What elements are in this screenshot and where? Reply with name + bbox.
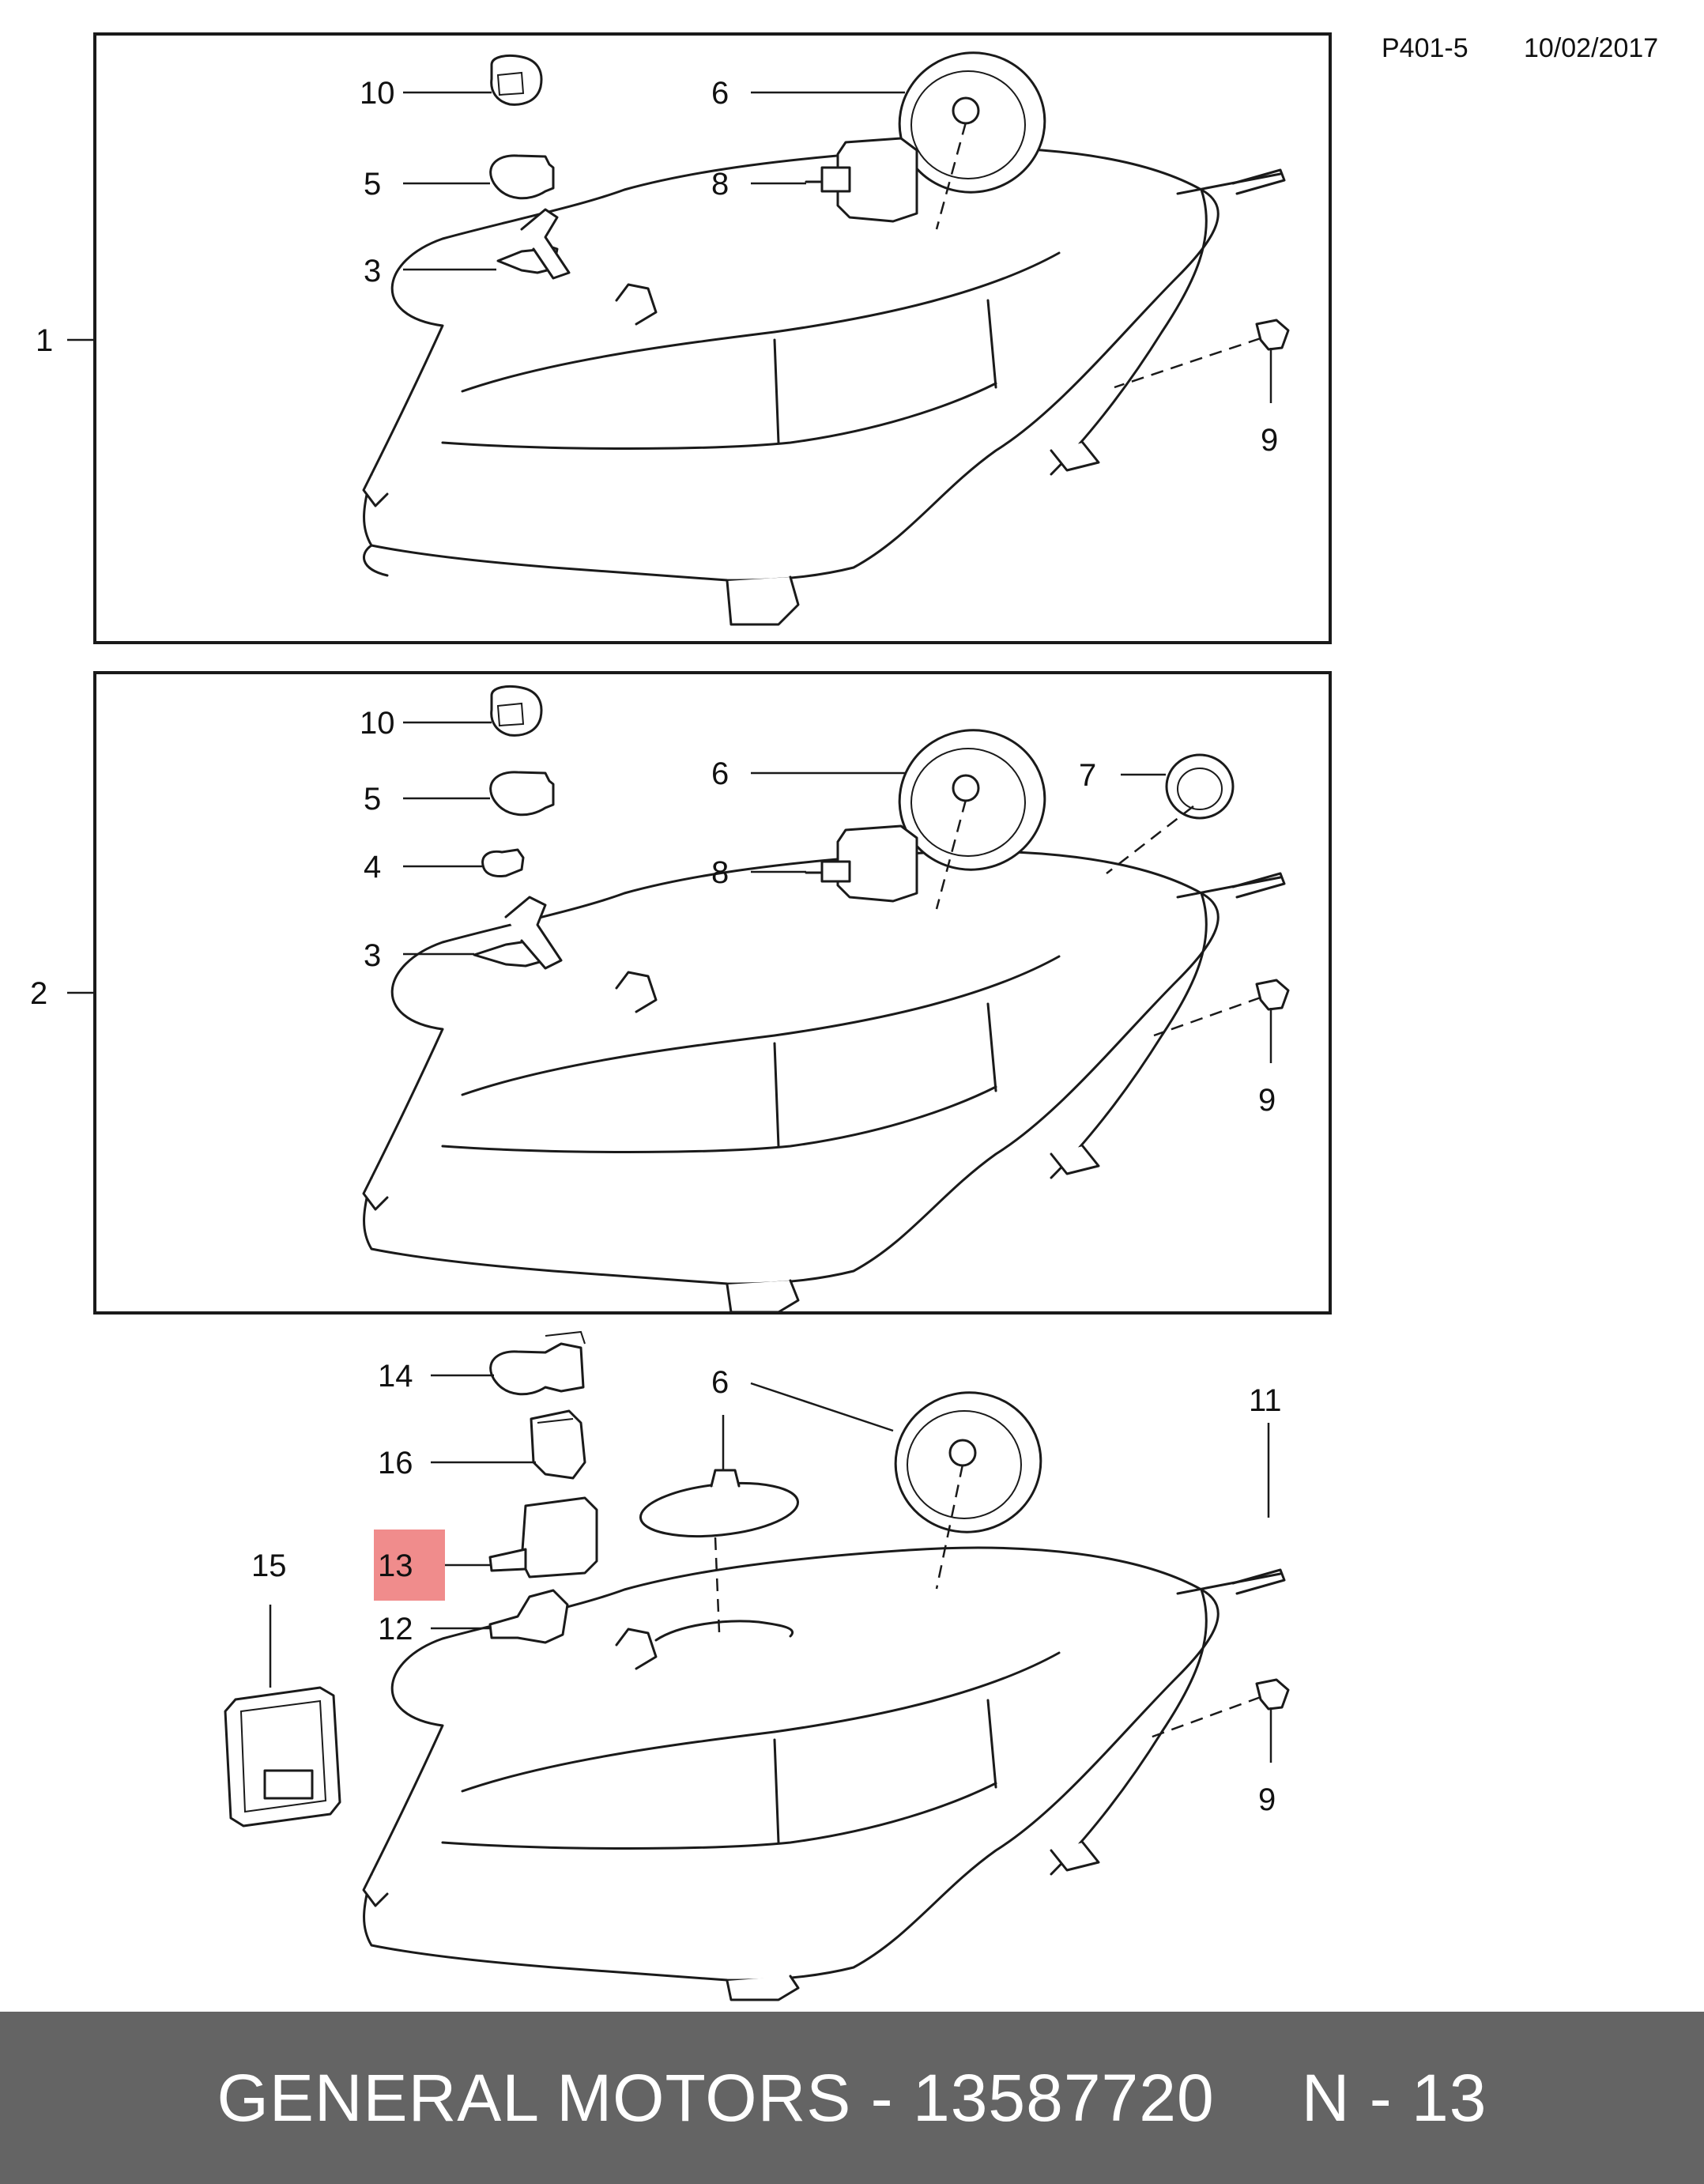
- headlamp-assembly: [362, 146, 1286, 626]
- footer-reference: N - 13: [1301, 2060, 1487, 2135]
- panel-label: 2: [30, 976, 47, 1011]
- bulb-part: 5: [364, 771, 555, 817]
- callout-6: 6: [711, 76, 729, 111]
- headlamp-assembly: [362, 1546, 1286, 2001]
- mount-plate-part: [639, 1415, 800, 1633]
- callout-3: 3: [364, 254, 381, 289]
- diagram-date: 10/02/2017: [1524, 33, 1658, 63]
- h-bulb-part: 3: [364, 208, 571, 289]
- bulb-part: 5: [364, 154, 555, 202]
- callout-11: 11: [1249, 1383, 1282, 1418]
- cap-cover-part: 6: [711, 1365, 1042, 1590]
- xenon-bulb-part: 13: [374, 1496, 598, 1601]
- cap-cover-part: 6: [711, 729, 1046, 910]
- clip-part: 9: [1153, 979, 1290, 1118]
- callout-14: 14: [378, 1359, 413, 1394]
- callout-10: 10: [360, 706, 395, 741]
- highlight-box: [374, 1530, 445, 1601]
- panel-1: 1 10: [36, 32, 1332, 644]
- callout-8: 8: [711, 855, 729, 890]
- diagram-code: P401-5: [1382, 33, 1468, 63]
- callout-7: 7: [1079, 758, 1096, 793]
- callout-group-11: 11: [1249, 1383, 1282, 1518]
- bulb-socket-part: 14: [378, 1330, 586, 1396]
- callout-4: 4: [364, 850, 381, 885]
- leveling-motor-part: 8: [711, 824, 918, 903]
- small-bulb-part: 4: [364, 848, 525, 885]
- callout-5: 5: [364, 782, 381, 817]
- panel-2: 2 10 6: [30, 671, 1332, 1315]
- small-cap-part: 7: [1079, 753, 1235, 874]
- callout-12: 12: [378, 1612, 413, 1646]
- socket-part: 10: [360, 685, 543, 741]
- headlamp-assembly: [362, 850, 1286, 1314]
- callout-6: 6: [711, 1365, 729, 1400]
- clip-part: 9: [1145, 1678, 1290, 1817]
- adapter-ring-part: 16: [378, 1409, 586, 1481]
- socket-part: 10: [360, 54, 543, 111]
- h-bulb-part: 12: [378, 1589, 569, 1646]
- ballast-part: 15: [224, 1548, 341, 1828]
- footer-banner: GENERAL MOTORS - 13587720 N - 13: [0, 2012, 1704, 2184]
- callout-13: 13: [378, 1548, 413, 1583]
- panel-3: 14 6 11 16: [224, 1330, 1290, 2001]
- callout-9: 9: [1258, 1782, 1276, 1817]
- h-bulb-part: 3: [364, 896, 563, 973]
- callout-15: 15: [251, 1548, 287, 1583]
- callout-3: 3: [364, 938, 381, 973]
- callout-9: 9: [1258, 1083, 1276, 1118]
- callout-8: 8: [711, 167, 729, 202]
- callout-16: 16: [378, 1446, 413, 1481]
- callout-9: 9: [1261, 423, 1278, 458]
- panel-label: 1: [36, 323, 53, 358]
- callout-5: 5: [364, 167, 381, 202]
- parts-diagram: P401-5 10/02/2017 1 10: [30, 32, 1658, 2001]
- clip-part: 9: [1114, 319, 1290, 458]
- callout-10: 10: [360, 76, 395, 111]
- leveling-motor-part: 8: [711, 137, 918, 223]
- footer-part-number: GENERAL MOTORS - 13587720: [217, 2060, 1215, 2135]
- callout-6: 6: [711, 756, 729, 791]
